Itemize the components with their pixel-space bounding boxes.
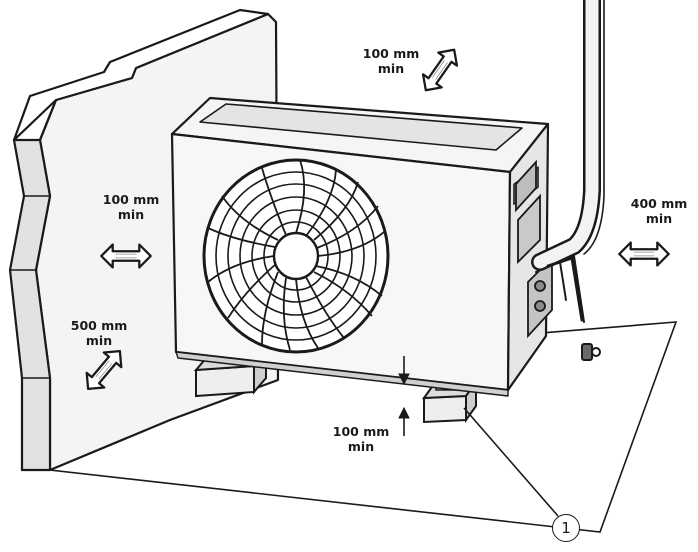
- callout-leader: [463, 407, 559, 517]
- left-clearance-value: 100 mm: [102, 192, 160, 207]
- bottom-clearance-marker: [398, 356, 410, 436]
- refrigerant-pipes: [531, 0, 605, 323]
- service-valve-panel: [515, 159, 553, 339]
- right-clearance-label: 400 mm min: [624, 196, 694, 226]
- pipe-valve-icon: [581, 343, 601, 361]
- right-clearance-suffix: min: [645, 211, 673, 226]
- front-clearance-suffix: min: [85, 333, 113, 348]
- left-clearance-suffix: min: [117, 207, 145, 222]
- top-clearance-value: 100 mm: [362, 46, 420, 61]
- bottom-clearance-label: 100 mm min: [326, 424, 396, 454]
- fan-grille-icon: [202, 158, 390, 354]
- front-clearance-value: 500 mm: [70, 318, 128, 333]
- top-clearance-label: 100 mm min: [356, 46, 426, 76]
- bottom-clearance-value: 100 mm: [332, 424, 390, 439]
- callout-number: 1: [552, 514, 580, 542]
- top-clearance-suffix: min: [377, 61, 405, 76]
- left-clearance-label: 100 mm min: [96, 192, 166, 222]
- right-clearance-value: 400 mm: [630, 196, 688, 211]
- bottom-clearance-suffix: min: [347, 439, 375, 454]
- front-clearance-label: 500 mm min: [64, 318, 134, 348]
